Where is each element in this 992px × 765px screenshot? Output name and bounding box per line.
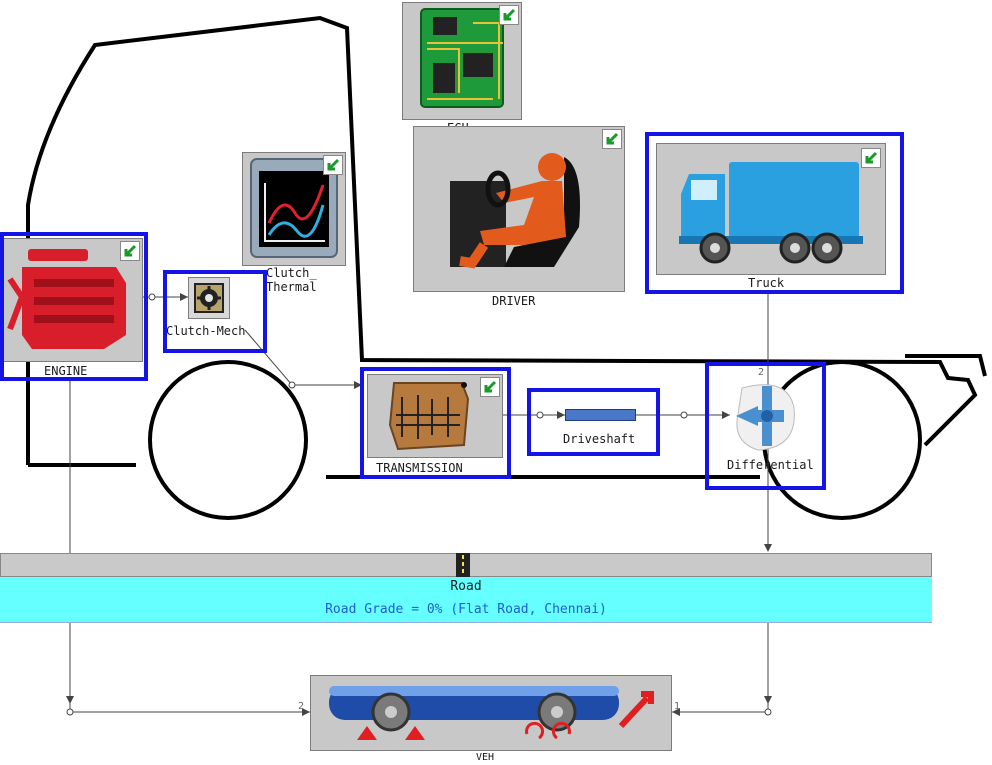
circuit-board-icon	[420, 8, 504, 108]
link-right-vehicle	[672, 620, 769, 713]
cab-outline	[26, 15, 978, 465]
driveshaft-selection-frame	[527, 388, 660, 456]
transmission-block[interactable]	[367, 374, 503, 458]
engine-icon	[7, 249, 126, 349]
clutch-thermal-block[interactable]	[242, 152, 346, 266]
clutch-mech-block[interactable]	[188, 277, 230, 319]
transmission-label: TRANSMISSION	[376, 461, 463, 475]
engine-selection-frame	[0, 232, 148, 381]
road-marker-icon	[456, 553, 470, 577]
differential-gear-icon	[736, 384, 795, 451]
differential-block[interactable]	[728, 378, 800, 454]
road-grade-band	[0, 577, 932, 623]
vehicle-port-left: 2	[298, 701, 305, 712]
link-engine-vehicle	[69, 380, 310, 713]
rear-body-line	[905, 354, 987, 377]
engine-block[interactable]	[3, 238, 143, 362]
truck-label: Truck	[748, 276, 785, 290]
vehicle-label: VEH	[476, 752, 495, 763]
driveshaft-label: Driveshaft	[563, 432, 636, 446]
clutch-thermal-label-1: Clutch_	[266, 266, 317, 280]
clutch-mech-label: Clutch-Mech	[166, 324, 246, 338]
link-arrow-icon[interactable]	[499, 5, 519, 25]
driveshaft-shaft-icon[interactable]	[565, 409, 636, 421]
scope-graph-icon	[250, 158, 338, 258]
road-label: Road	[450, 579, 482, 594]
vehicle-block[interactable]	[310, 675, 672, 751]
engine-label: ENGINE	[44, 364, 88, 378]
ecu-block[interactable]	[402, 2, 522, 120]
clutch-icon	[194, 283, 224, 313]
differential-label: Differential	[727, 458, 814, 472]
link-arrow-icon[interactable]	[602, 129, 622, 149]
differential-port-top: 2	[758, 367, 765, 378]
road-grade-text: Road Grade = 0% (Flat Road, Chennai)	[325, 602, 607, 617]
clutch-mech-selection-frame	[163, 270, 267, 353]
transmission-selection-frame	[360, 367, 511, 479]
link-arrow-icon[interactable]	[861, 148, 881, 168]
truck-icon	[679, 162, 863, 264]
truck-selection-frame	[645, 132, 904, 294]
driver-block[interactable]	[413, 126, 625, 292]
truck-block[interactable]	[656, 143, 886, 275]
vehicle-chassis-icon	[329, 686, 654, 740]
driver-seated-icon	[450, 153, 580, 269]
link-arrow-icon[interactable]	[323, 155, 343, 175]
clutch-thermal-label-2: Thermal	[266, 280, 317, 294]
gearbox-icon	[388, 382, 470, 451]
front-wheel	[148, 360, 308, 520]
differential-selection-frame	[705, 362, 826, 490]
vehicle-port-right: 1	[674, 701, 681, 712]
link-arrow-icon[interactable]	[480, 377, 500, 397]
driver-label: DRIVER	[492, 294, 536, 308]
link-arrow-icon[interactable]	[120, 241, 140, 261]
